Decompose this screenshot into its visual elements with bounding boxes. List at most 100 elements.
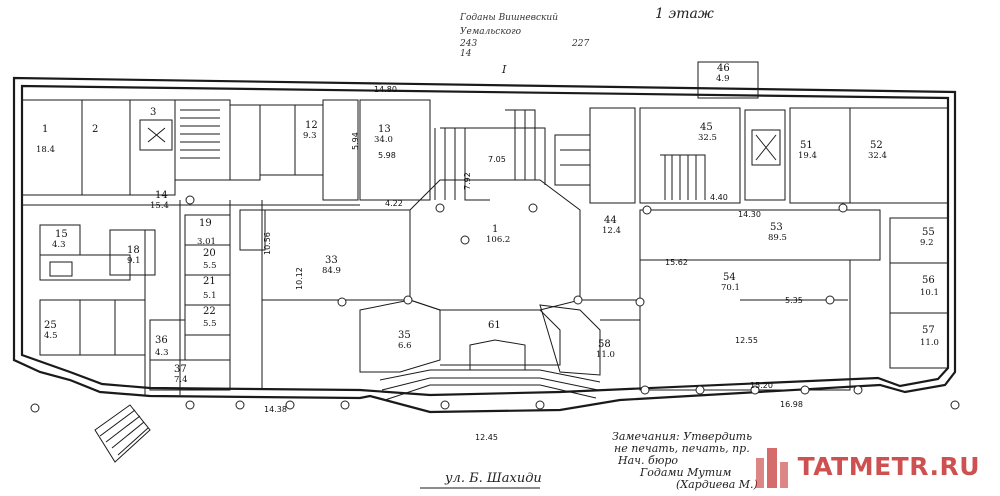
- room-area: 4.5: [44, 331, 58, 341]
- room-number: 14: [155, 190, 168, 201]
- right-wing: [554, 61, 949, 391]
- room-area: 4.3: [52, 240, 66, 250]
- room-area: 7.4: [174, 375, 188, 385]
- room-area: 9.1: [127, 256, 141, 266]
- room-number: 15: [55, 229, 68, 240]
- room-number: 2: [92, 124, 98, 135]
- columns: [30, 195, 960, 413]
- room-number: 12: [305, 120, 318, 131]
- room-area: 19.4: [798, 151, 817, 161]
- room-area: 6.6: [398, 341, 412, 351]
- svg-text:5.35: 5.35: [785, 296, 803, 305]
- room-area: 89.5: [768, 233, 787, 243]
- svg-text:не печать, печать, пр.: не печать, печать, пр.: [614, 442, 750, 455]
- room-area: 32.5: [698, 133, 717, 143]
- room-number: 3: [150, 107, 156, 118]
- room-number: 22: [203, 306, 216, 317]
- room-number: 18: [127, 245, 140, 256]
- room-area: 4.9: [716, 74, 730, 84]
- room-number: 1: [42, 124, 48, 135]
- svg-text:15.20: 15.20: [750, 381, 773, 390]
- room-area: 5.5: [203, 261, 217, 271]
- room-number: 58: [598, 339, 611, 350]
- svg-text:16.98: 16.98: [780, 400, 803, 409]
- room-number: 46: [717, 63, 730, 74]
- svg-text:5.94: 5.94: [351, 132, 360, 150]
- room-number: 13: [378, 124, 391, 135]
- street-label: ул. Б. Шахиди: [444, 471, 542, 486]
- watermark-text: TATMETR.RU: [797, 451, 980, 481]
- room-area: 84.9: [322, 266, 341, 276]
- room-area: 5.1: [203, 291, 217, 301]
- handwritten-note: Замечания: Утвердить не печать, печать, …: [612, 430, 758, 491]
- svg-text:5.98: 5.98: [378, 151, 396, 160]
- header-line2: Уемальского: [460, 27, 522, 37]
- room-number: 33: [325, 255, 338, 266]
- room-area: 32.4: [868, 151, 887, 161]
- header-line4: 14: [460, 49, 472, 59]
- room-area: 11.0: [920, 338, 939, 348]
- svg-text:7.05: 7.05: [488, 155, 506, 164]
- room-number: 56: [922, 275, 935, 286]
- room-number: 19: [199, 218, 212, 229]
- room-area: 12.4: [602, 226, 621, 236]
- room-area: 15.4: [150, 201, 169, 211]
- floor-label: 1 этаж: [655, 6, 714, 22]
- svg-text:Нач. бюро: Нач. бюро: [617, 454, 678, 467]
- room-number: 20: [203, 248, 216, 259]
- svg-text:14.80: 14.80: [374, 85, 397, 94]
- header-line1: Годаны Вишневский: [459, 13, 558, 23]
- room-number: 36: [155, 335, 168, 346]
- room-area: 11.0: [596, 350, 615, 360]
- room-number: 61: [488, 320, 501, 331]
- room-area: 70.1: [721, 283, 740, 293]
- svg-text:12.55: 12.55: [735, 336, 758, 345]
- room-number: 45: [700, 122, 713, 133]
- room-area: 106.2: [486, 235, 510, 245]
- room-number: 21: [203, 276, 216, 287]
- room-area: 4.3: [155, 348, 169, 358]
- svg-text:7.92: 7.92: [463, 172, 472, 190]
- room-area: 18.4: [36, 145, 55, 155]
- room-number: 55: [922, 227, 935, 238]
- room-area: 9.2: [920, 238, 934, 248]
- room-number: 37: [174, 364, 187, 375]
- building-logo-icon: [755, 448, 788, 488]
- room-area: 9.3: [303, 131, 317, 141]
- room-number: 51: [800, 140, 813, 151]
- svg-text:15.62: 15.62: [665, 258, 688, 267]
- room-number: 35: [398, 330, 411, 341]
- left-wing: [21, 99, 360, 395]
- room-number: 1: [492, 224, 498, 235]
- svg-text:10.12: 10.12: [295, 267, 304, 290]
- room-number: 44: [604, 215, 617, 226]
- svg-text:Годами Мутим: Годами Мутим: [639, 466, 731, 479]
- room-area: 5.5: [203, 319, 217, 329]
- plan-number: I: [501, 63, 507, 76]
- room-labels: 1 18.4 2 3 12 9.3 13 34.0 14 15.4 15 4.3…: [36, 63, 939, 385]
- room-number: 25: [44, 320, 57, 331]
- svg-text:14.38: 14.38: [264, 405, 287, 414]
- entrance-stairs: [94, 404, 151, 463]
- room-area: 10.1: [920, 288, 939, 298]
- room-number: 52: [870, 140, 883, 151]
- svg-text:4.22: 4.22: [385, 199, 403, 208]
- svg-text:4.40: 4.40: [710, 193, 728, 202]
- watermark: TATMETR.RU: [752, 444, 980, 488]
- svg-text:12.45: 12.45: [475, 433, 498, 442]
- svg-text:(Хардиева М.): (Хардиева М.): [676, 478, 758, 491]
- dimension-labels: 14.80 14.38 12.45 16.98 15.20 15.62 12.5…: [263, 85, 803, 442]
- room-number: 57: [922, 325, 935, 336]
- svg-text:14.30: 14.30: [738, 210, 761, 219]
- header-line3: 243: [459, 39, 477, 49]
- room-area: 34.0: [374, 135, 393, 145]
- svg-text:10.56: 10.56: [263, 232, 272, 255]
- room-number: 54: [723, 272, 736, 283]
- room-number: 53: [770, 222, 783, 233]
- central-hall: [262, 99, 641, 401]
- outer-walls: [12, 76, 957, 414]
- svg-text:Замечания: Утвердить: Замечания: Утвердить: [612, 430, 752, 443]
- header-code: 227: [571, 39, 589, 49]
- room-area: 3.01: [197, 237, 216, 247]
